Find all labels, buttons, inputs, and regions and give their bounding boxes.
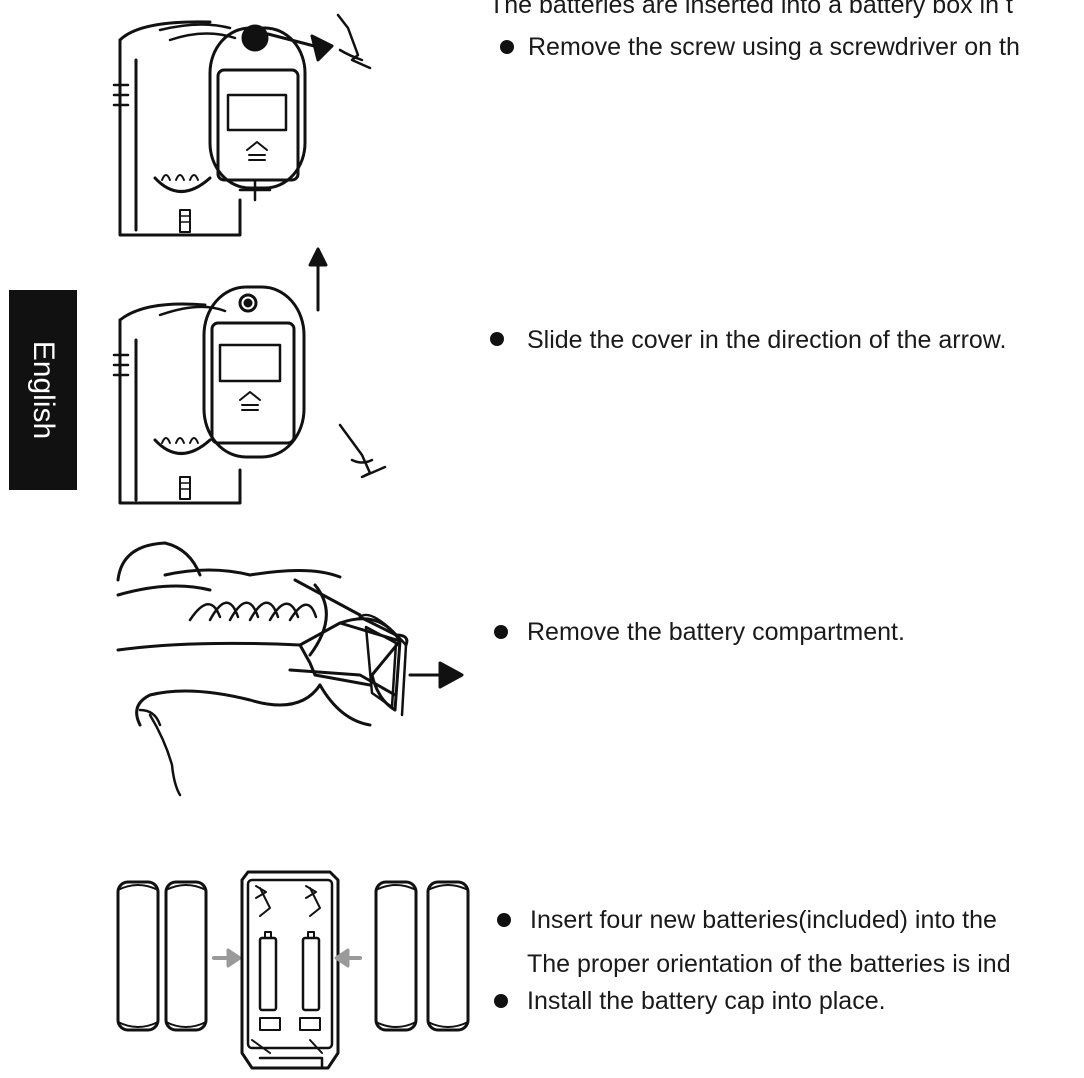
figure-slide-cover bbox=[112, 247, 387, 505]
step-slide-cover: Slide the cover in the direction of the … bbox=[527, 326, 1007, 354]
step-remove-compartment: Remove the battery compartment. bbox=[527, 618, 905, 646]
bullet-remove-screw bbox=[500, 40, 514, 54]
bullet-slide-cover bbox=[490, 332, 504, 346]
figure-remove-compartment bbox=[116, 541, 464, 797]
language-tab: English bbox=[9, 290, 77, 490]
step-orientation-note: The proper orientation of the batteries … bbox=[527, 950, 1011, 978]
step-insert-batteries: Insert four new batteries(included) into… bbox=[530, 906, 997, 934]
language-tab-label: English bbox=[27, 340, 60, 440]
figure-remove-screw bbox=[112, 13, 372, 237]
figure-insert-batteries bbox=[116, 870, 470, 1070]
bullet-insert-batteries bbox=[497, 913, 511, 927]
intro-text: The batteries are inserted into a batter… bbox=[489, 0, 1013, 19]
step-install-cap: Install the battery cap into place. bbox=[527, 987, 886, 1015]
bullet-install-cap bbox=[494, 994, 508, 1008]
step-remove-screw: Remove the screw using a screwdriver on … bbox=[528, 33, 1020, 61]
bullet-remove-compartment bbox=[494, 625, 508, 639]
